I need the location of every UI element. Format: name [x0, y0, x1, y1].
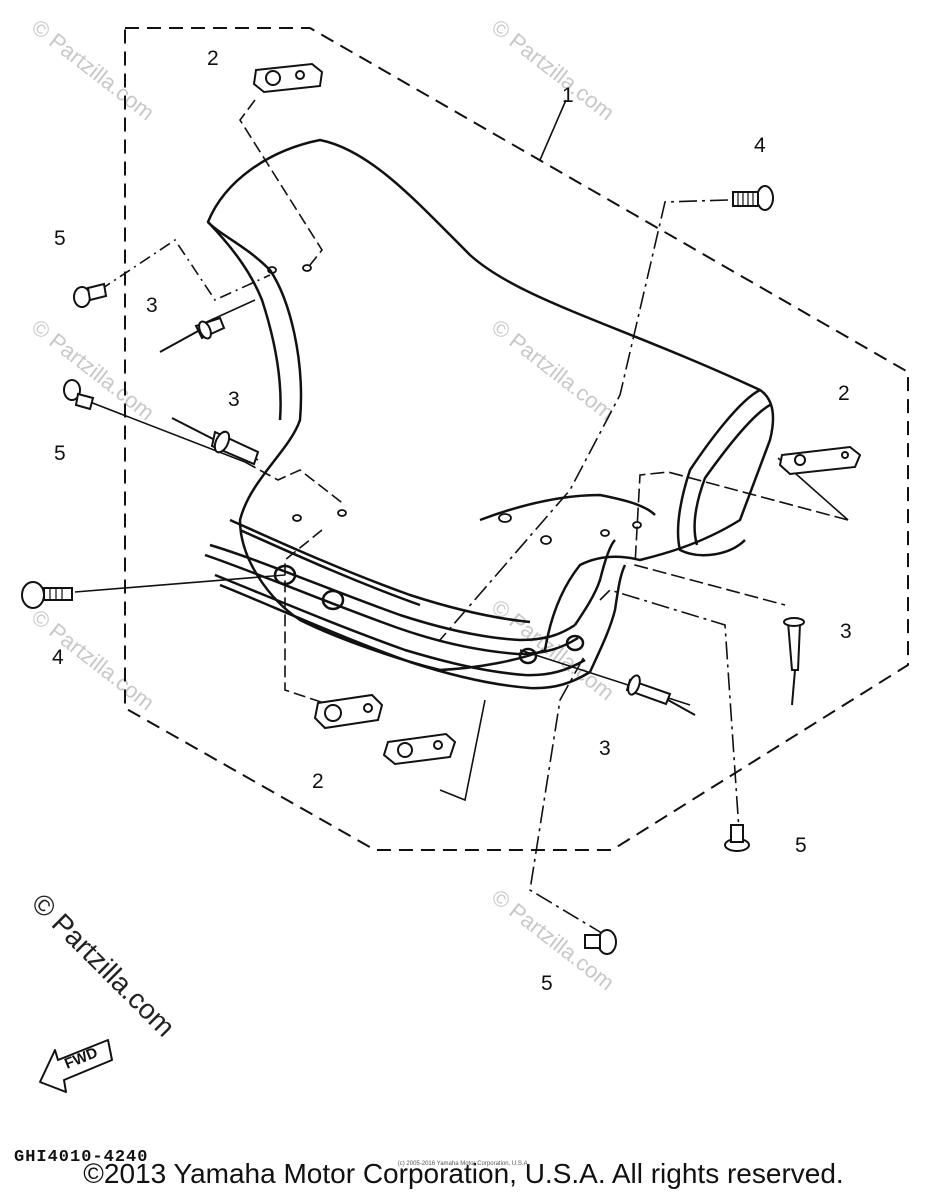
callout-5: 5	[795, 834, 807, 857]
callout-2: 2	[312, 770, 324, 793]
callout-2: 2	[838, 382, 850, 405]
callout-3: 3	[146, 294, 158, 317]
callout-2: 2	[207, 47, 219, 70]
clip-nut-icon	[382, 732, 457, 766]
rivet-icon	[625, 674, 696, 716]
watermark-text: © Partzilla.com	[27, 604, 159, 715]
callout-5: 5	[541, 972, 553, 995]
copyright-text: ©2013 Yamaha Motor Corporation, U.S.A. A…	[83, 1158, 844, 1189]
callout-4: 4	[52, 646, 64, 669]
cover-part-1	[204, 138, 775, 690]
fwd-arrow-icon: FWD	[39, 1039, 113, 1093]
diagram-code: GHI4010-4240	[14, 1148, 149, 1167]
clip-nut-icon	[252, 62, 324, 94]
watermark-text: © Partzilla.com	[27, 14, 159, 125]
watermark-text: © Partzilla.com	[487, 14, 619, 125]
callout-3: 3	[599, 737, 611, 760]
callout-4: 4	[754, 134, 766, 157]
screw-icon	[21, 581, 73, 609]
rivet-icon	[783, 617, 805, 706]
screw-icon	[73, 282, 108, 308]
clip-nut-icon	[313, 693, 384, 730]
rivet-icon	[171, 417, 260, 466]
tiny-copyright-text: (c) 2005-2016 Yamaha Motor Corporation, …	[397, 1161, 530, 1167]
leader-lines	[74, 99, 849, 936]
watermark-text: © Partzilla.com	[487, 314, 619, 425]
screw-icon	[63, 379, 95, 411]
watermark-text: © Partzilla.com	[27, 314, 159, 425]
assembly-outline	[124, 27, 909, 851]
clip-nut-icon	[778, 445, 862, 476]
watermark-text: © Partzilla.com	[26, 887, 181, 1042]
callouts: 1 2 2 2 3 3 3 3 4 4 5 5 5 5	[52, 47, 852, 995]
screw-icon	[584, 929, 617, 955]
callout-3: 3	[228, 388, 240, 411]
callout-5: 5	[54, 442, 66, 465]
rivet-icon	[159, 316, 226, 353]
screw-icon	[724, 824, 750, 852]
callout-5: 5	[54, 227, 66, 250]
callout-3: 3	[840, 620, 852, 643]
screw-icon	[732, 185, 774, 211]
callout-1: 1	[562, 84, 574, 107]
